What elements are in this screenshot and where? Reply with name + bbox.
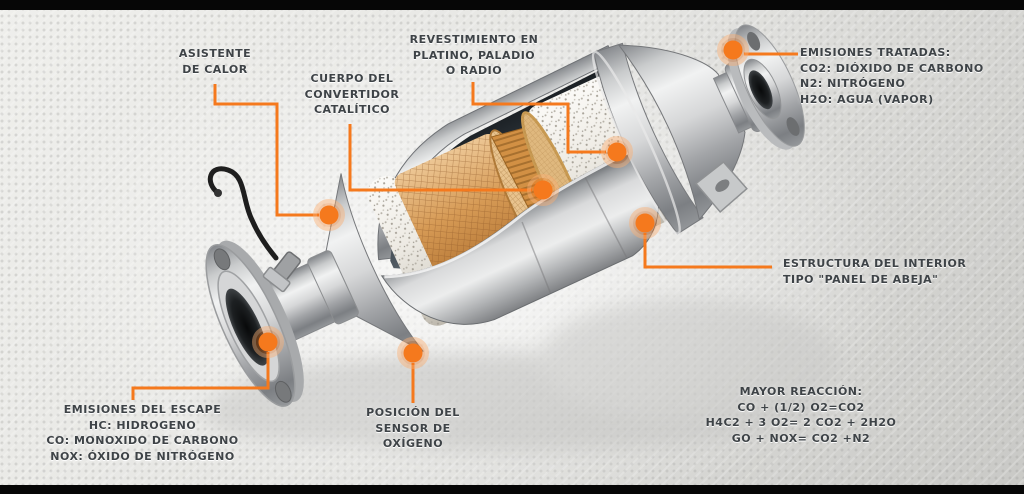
- label-main-reaction: MAYOR REACCIÓN: CO + (1/2) O2=CO2 H4C2 +…: [705, 385, 897, 445]
- marker-treated-emissions[interactable]: [717, 34, 749, 66]
- marker-oxygen-sensor[interactable]: [397, 337, 429, 369]
- label-honeycomb-structure: ESTRUCTURA DEL INTERIOR TIPO "PANEL DE A…: [783, 257, 967, 286]
- label-treated-emissions: EMISIONES TRATADAS: CO2: DIÓXIDO DE CARB…: [800, 46, 984, 106]
- marker-heat-assistant[interactable]: [313, 199, 345, 231]
- top-frame-bar: [0, 0, 1024, 10]
- label-heat-assistant: ASISTENTE DE CALOR: [178, 47, 252, 76]
- converter-body-group: [205, 24, 805, 407]
- label-oxygen-sensor: POSICIÓN DEL SENSOR DE OXÍGENO: [366, 406, 460, 450]
- mounting-bracket: [694, 160, 748, 214]
- label-exhaust-emissions: EMISIONES DEL ESCAPE HC: HIDROGENO CO: M…: [46, 403, 239, 463]
- line-coating: [471, 82, 606, 154]
- label-converter-body: CUERPO DEL CONVERTIDOR CATALÍTICO: [304, 72, 400, 116]
- line-honeycomb: [643, 233, 772, 269]
- line-converter-body: [348, 124, 532, 192]
- line-heat-assistant: [213, 84, 319, 217]
- marker-coating[interactable]: [601, 136, 633, 168]
- marker-exhaust-emissions[interactable]: [252, 326, 284, 358]
- floor-reflection: [200, 298, 840, 452]
- inlet-flange: [205, 240, 304, 407]
- bottom-frame-bar: [0, 485, 1024, 494]
- outlet-assembly: [712, 24, 805, 150]
- marker-converter-body[interactable]: [527, 174, 559, 206]
- label-coating: REVESTIMIENTO EN PLATINO, PALADIO O RADI…: [409, 33, 539, 77]
- oxygen-sensor-cable: [207, 166, 301, 293]
- marker-honeycomb[interactable]: [629, 207, 661, 239]
- line-exhaust-emissions: [131, 352, 270, 400]
